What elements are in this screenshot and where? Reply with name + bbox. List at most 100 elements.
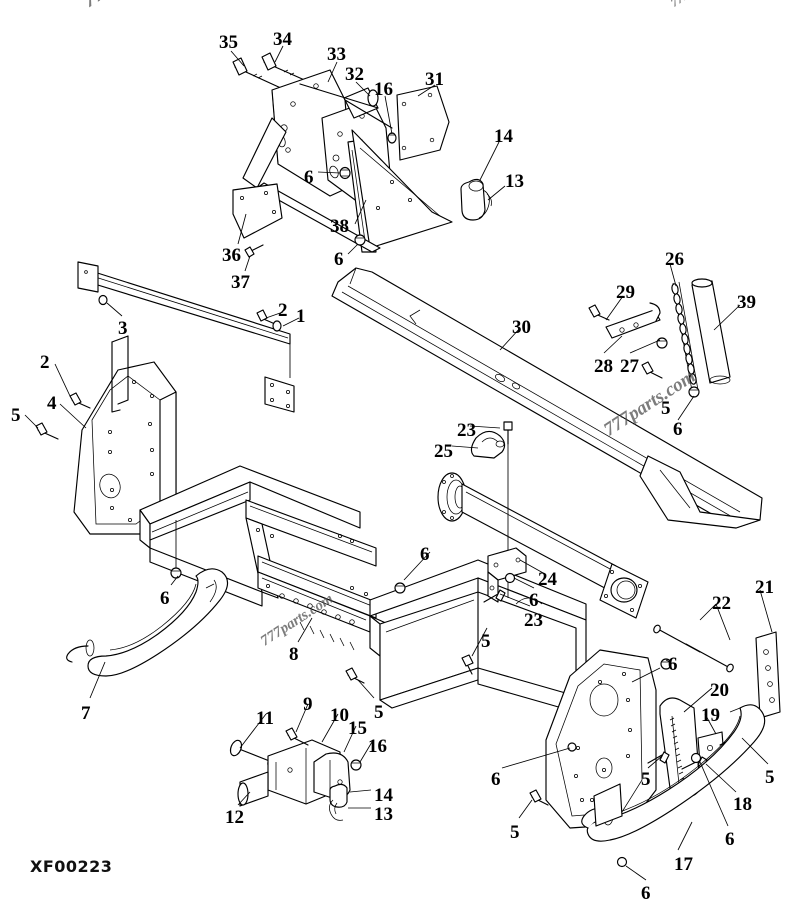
chain-and-tube-assembly bbox=[588, 278, 731, 398]
callout-32: 32 bbox=[345, 64, 364, 85]
callout-8: 8 bbox=[289, 644, 299, 665]
callout-13: 13 bbox=[505, 171, 524, 192]
callout-2: 2 bbox=[40, 352, 50, 373]
callout-37: 37 bbox=[231, 272, 250, 293]
callout-6: 6 bbox=[334, 249, 344, 270]
callout-4: 4 bbox=[47, 393, 57, 414]
callout-2: 2 bbox=[278, 300, 288, 321]
part-6-nut-runner-b bbox=[616, 856, 628, 868]
callout-16: 16 bbox=[374, 79, 393, 100]
part-13-pin-hitch bbox=[329, 799, 344, 821]
callout-39: 39 bbox=[737, 292, 756, 313]
part-39-tube bbox=[691, 278, 731, 385]
callout-1: 1 bbox=[296, 306, 306, 327]
callout-23: 23 bbox=[457, 420, 476, 441]
part-13-pin bbox=[478, 189, 492, 219]
callout-6: 6 bbox=[673, 419, 683, 440]
callout-28: 28 bbox=[594, 356, 613, 377]
part-23-bolt-lower bbox=[483, 589, 506, 603]
part-6-nut-chain bbox=[688, 386, 700, 398]
leader-lines bbox=[24, 45, 773, 881]
callout-26: 26 bbox=[665, 249, 684, 270]
callout-7: 7 bbox=[81, 703, 91, 724]
sliding-frame-assembly bbox=[139, 465, 587, 713]
callout-6: 6 bbox=[160, 588, 170, 609]
part-9-bolt bbox=[285, 727, 309, 746]
hitch-assembly bbox=[229, 727, 362, 821]
callout-24: 24 bbox=[538, 569, 557, 590]
part-3-fastener bbox=[98, 294, 108, 306]
part-2-bolt-left bbox=[69, 392, 91, 409]
part-5-bolt-left bbox=[35, 422, 59, 440]
figure-caption: XF00223 bbox=[30, 857, 113, 876]
axle-hub-assembly bbox=[437, 421, 649, 619]
callout-5: 5 bbox=[510, 822, 520, 843]
callout-19: 19 bbox=[701, 705, 720, 726]
callout-17: 17 bbox=[674, 854, 693, 875]
callout-6: 6 bbox=[491, 769, 501, 790]
part-5-bolt-frame-a bbox=[345, 667, 365, 684]
part-7-runner bbox=[66, 568, 229, 677]
part-29-link bbox=[588, 302, 668, 349]
callout-34: 34 bbox=[273, 29, 292, 50]
callout-5: 5 bbox=[765, 767, 775, 788]
callout-21: 21 bbox=[755, 577, 774, 598]
part-6-nut-b bbox=[354, 234, 366, 246]
callout-20: 20 bbox=[710, 680, 729, 701]
callout-14: 14 bbox=[374, 785, 393, 806]
callout-10: 10 bbox=[330, 705, 349, 726]
callout-5: 5 bbox=[641, 769, 651, 790]
part-5-bolt-frame-b bbox=[461, 654, 474, 675]
callout-6: 6 bbox=[529, 590, 539, 611]
part-5-bolt-right-b bbox=[647, 751, 670, 764]
callout-36: 36 bbox=[222, 245, 241, 266]
part-6-nut-right-b bbox=[567, 742, 577, 752]
callout-18: 18 bbox=[733, 794, 752, 815]
callout-5: 5 bbox=[374, 702, 384, 723]
part-34-bolt bbox=[261, 52, 310, 83]
callout-5: 5 bbox=[481, 631, 491, 652]
mast-assembly bbox=[232, 52, 492, 258]
callout-35: 35 bbox=[219, 32, 238, 53]
part-14-clip-hitch bbox=[329, 783, 348, 808]
part-17-runner bbox=[581, 704, 766, 842]
callout-11: 11 bbox=[256, 708, 274, 729]
part-1-2-bolt-nut bbox=[256, 309, 282, 332]
callout-38: 38 bbox=[330, 216, 349, 237]
callout-9: 9 bbox=[303, 694, 313, 715]
right-frame-assembly bbox=[529, 624, 781, 868]
callout-6: 6 bbox=[641, 883, 651, 904]
callout-6: 6 bbox=[725, 829, 735, 850]
part-6-nut-bracket bbox=[504, 572, 516, 584]
callout-15: 15 bbox=[348, 718, 367, 739]
callout-23: 23 bbox=[524, 610, 543, 631]
part-22-rods bbox=[653, 624, 734, 673]
part-6-nut-runner bbox=[690, 752, 702, 764]
part-26-chain bbox=[671, 281, 699, 392]
callout-13: 13 bbox=[374, 804, 393, 825]
callout-33: 33 bbox=[327, 44, 346, 65]
part-16-nut-hitch bbox=[350, 759, 362, 771]
callout-22: 22 bbox=[712, 593, 731, 614]
callout-3: 3 bbox=[118, 318, 128, 339]
part-6-nut-a bbox=[339, 166, 351, 180]
part-35-bolt bbox=[232, 57, 284, 90]
part-12-sleeve bbox=[237, 771, 269, 807]
callout-16: 16 bbox=[368, 736, 387, 757]
callout-6: 6 bbox=[668, 654, 678, 675]
part-30-boom bbox=[331, 267, 763, 529]
part-5-bolt-right-c bbox=[529, 789, 549, 806]
callout-5: 5 bbox=[661, 398, 671, 419]
part-24-bracket bbox=[487, 547, 527, 603]
part-11-pin bbox=[229, 739, 277, 769]
callout-31: 31 bbox=[425, 69, 444, 90]
callout-6: 6 bbox=[420, 544, 430, 565]
callout-12: 12 bbox=[225, 807, 244, 828]
part-6-nut-frame-center bbox=[394, 582, 406, 594]
callout-5: 5 bbox=[11, 405, 21, 426]
callout-14: 14 bbox=[494, 126, 513, 147]
callout-29: 29 bbox=[616, 282, 635, 303]
part-25-clamp bbox=[470, 430, 506, 459]
